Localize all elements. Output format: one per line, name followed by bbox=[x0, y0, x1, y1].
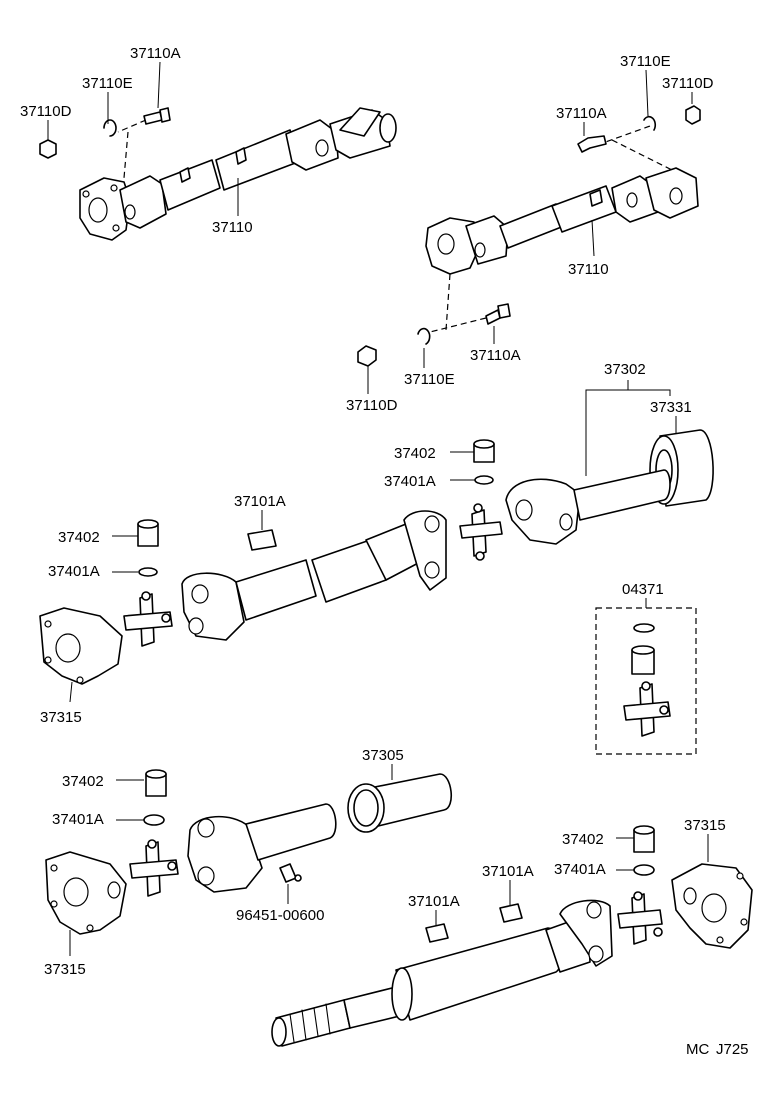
washer-top-right bbox=[643, 115, 657, 131]
label-37101A-center: 37101A bbox=[234, 493, 286, 510]
label-37402-right: 37402 bbox=[562, 831, 604, 848]
bearing-upper bbox=[473, 439, 495, 463]
kit-contents bbox=[623, 623, 671, 737]
footer-code-left: MC bbox=[686, 1041, 709, 1058]
label-37110D-tr: 37110D bbox=[662, 75, 714, 92]
nut-top-left bbox=[39, 139, 57, 159]
balance-weight-b bbox=[425, 923, 449, 943]
bearing-left bbox=[137, 519, 159, 547]
label-37110-tl: 37110 bbox=[212, 219, 253, 236]
snap-ring-lower bbox=[143, 814, 165, 826]
label-37101A-a: 37101A bbox=[482, 863, 534, 880]
label-37305: 37305 bbox=[362, 747, 404, 764]
nut-mid bbox=[357, 345, 377, 367]
flange-lower bbox=[45, 851, 127, 935]
bolt-mid bbox=[485, 303, 511, 325]
propeller-shaft-top-right bbox=[425, 167, 699, 275]
label-37110A-mid: 37110A bbox=[470, 347, 521, 364]
bearing-lower bbox=[145, 769, 167, 797]
splined-shaft bbox=[271, 899, 613, 1047]
label-37101A-b: 37101A bbox=[408, 893, 460, 910]
nut-top-right bbox=[685, 105, 701, 125]
label-37401A-up: 37401A bbox=[384, 473, 436, 490]
center-shaft bbox=[181, 510, 447, 641]
label-37110E-mid: 37110E bbox=[404, 371, 455, 388]
label-37110D-mid: 37110D bbox=[346, 397, 398, 414]
grease-fitting bbox=[279, 863, 302, 883]
label-37401A-left: 37401A bbox=[48, 563, 100, 580]
label-37331: 37331 bbox=[650, 399, 692, 416]
spider-left bbox=[123, 591, 173, 647]
label-96451: 96451-00600 bbox=[236, 907, 324, 924]
snap-ring-right bbox=[633, 864, 655, 876]
label-37110A-tl: 37110A bbox=[130, 45, 181, 62]
snap-ring-upper bbox=[474, 475, 494, 485]
bearing-right bbox=[633, 825, 655, 853]
balance-weight-a bbox=[499, 903, 523, 923]
bolt-top-right bbox=[577, 135, 607, 153]
spider-upper bbox=[459, 503, 503, 561]
yoke-lower bbox=[187, 803, 337, 893]
spider-lower bbox=[129, 839, 179, 897]
footer-code-right: J725 bbox=[716, 1041, 749, 1058]
snap-ring-left bbox=[138, 567, 158, 577]
balance-weight-center bbox=[247, 529, 277, 551]
yoke-shaft-upper bbox=[505, 469, 671, 545]
flange-left bbox=[39, 607, 123, 685]
label-37402-up: 37402 bbox=[394, 445, 436, 462]
kit-box bbox=[595, 607, 697, 755]
label-37315-right: 37315 bbox=[684, 817, 726, 834]
slide-yoke-sleeve bbox=[347, 773, 452, 833]
spider-right bbox=[617, 891, 663, 945]
label-37315-low: 37315 bbox=[44, 961, 86, 978]
label-37110E-tl: 37110E bbox=[82, 75, 133, 92]
label-04371: 04371 bbox=[622, 581, 664, 598]
washer-mid bbox=[417, 327, 431, 345]
label-37110-tr: 37110 bbox=[568, 261, 609, 278]
label-37110D-tl: 37110D bbox=[20, 103, 72, 120]
label-37401A-right: 37401A bbox=[554, 861, 606, 878]
label-37402-left: 37402 bbox=[58, 529, 100, 546]
propeller-shaft-top-left bbox=[79, 107, 397, 241]
label-37302: 37302 bbox=[604, 361, 646, 378]
label-37110E-tr: 37110E bbox=[620, 53, 671, 70]
flange-right bbox=[671, 863, 753, 949]
label-37402-low: 37402 bbox=[62, 773, 104, 790]
label-37401A-low: 37401A bbox=[52, 811, 104, 828]
label-37315-left: 37315 bbox=[40, 709, 82, 726]
bolt-top-left bbox=[143, 107, 171, 125]
washer-top-left bbox=[103, 119, 117, 137]
label-37110A-tr: 37110A bbox=[556, 105, 607, 122]
